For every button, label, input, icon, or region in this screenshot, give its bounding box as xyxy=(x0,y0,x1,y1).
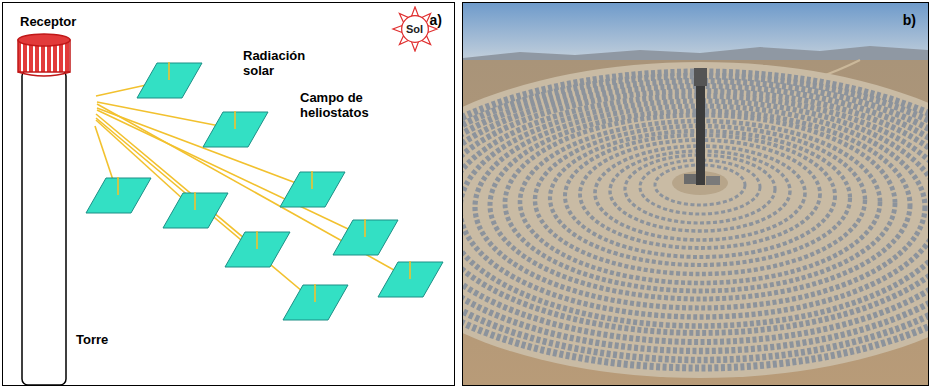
heliostat-field-drawing xyxy=(86,62,443,320)
sun-symbol: Sol xyxy=(390,6,440,52)
tower-drawing xyxy=(18,34,70,385)
part-label: Torre xyxy=(76,332,108,347)
plant-photo xyxy=(463,3,928,385)
panel-letter: a) xyxy=(430,12,442,28)
photo-panel: b) xyxy=(462,2,929,386)
figure-panel: a) Sol xyxy=(2,2,455,386)
part-label: Campo de heliostatos xyxy=(300,90,402,120)
panel-letter: b) xyxy=(903,12,916,28)
part-label: Radiación solar xyxy=(243,48,321,78)
part-label: Receptor xyxy=(20,14,76,29)
sun-label: Sol xyxy=(406,23,423,35)
